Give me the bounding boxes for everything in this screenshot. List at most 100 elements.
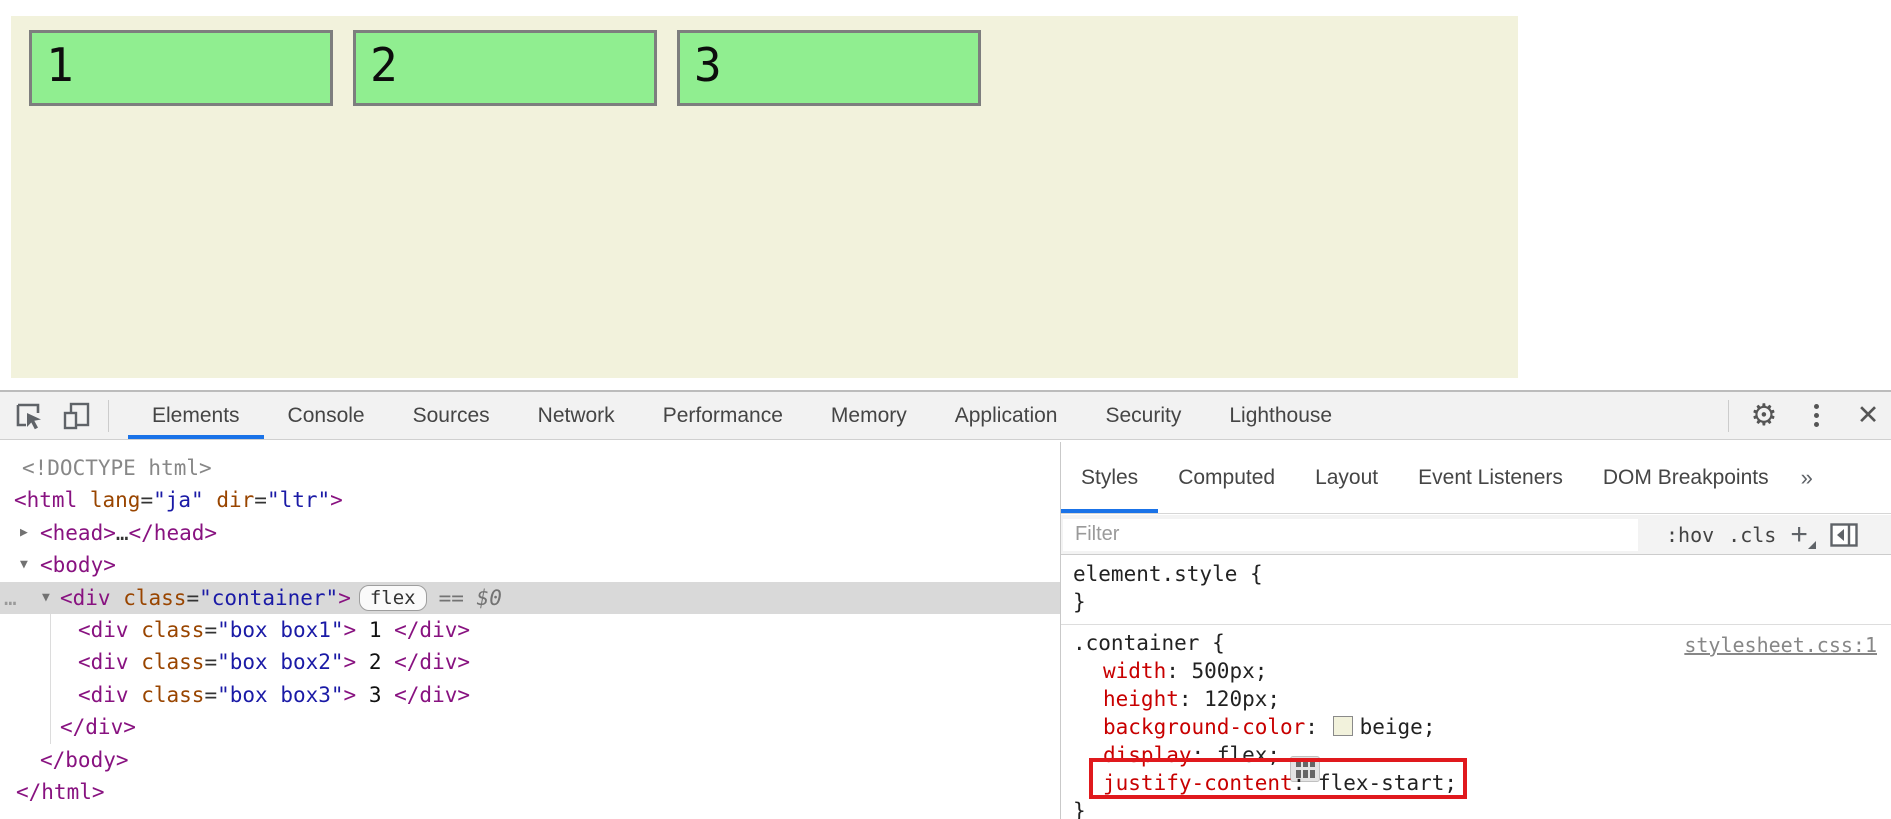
toggle-hover-state-button[interactable]: :hov	[1666, 522, 1715, 547]
css-line[interactable]: justify-content: flex-start;	[1073, 769, 1891, 797]
dom-token-tag: <div	[60, 585, 111, 610]
toolbar-left-icons	[12, 392, 109, 439]
dom-token-doctype: <!DOCTYPE html>	[22, 456, 212, 480]
dom-token-val: "container"	[199, 585, 339, 610]
css-line[interactable]: background-color: beige;	[1073, 713, 1891, 741]
toolbar-right-icons: ⚙ ✕	[1728, 392, 1885, 439]
dom-row[interactable]: </div>	[0, 711, 1060, 743]
tab-console[interactable]: Console	[287, 403, 365, 427]
toggle-sidebar-icon[interactable]	[1830, 522, 1858, 548]
dom-token-val: "box box1"	[217, 617, 344, 642]
flex-box-2: 2	[353, 30, 657, 106]
dom-token-plain	[129, 650, 142, 674]
css-token-prop: justify-content	[1103, 771, 1293, 795]
css-token-pun: }	[1073, 799, 1086, 819]
collapse-arrow-icon[interactable]: ▼	[20, 557, 28, 573]
flex-badge[interactable]: flex	[358, 584, 427, 611]
dom-token-val: "box box2"	[217, 650, 344, 675]
tab-elements[interactable]: Elements	[128, 392, 264, 439]
sidebar-tab-event-listeners[interactable]: Event Listeners	[1418, 465, 1563, 489]
css-token-pun: ;	[1444, 771, 1458, 795]
dom-row[interactable]: <div class="box box3"> 3 </div>	[0, 679, 1060, 711]
dom-token-attr: lang	[89, 488, 141, 513]
dom-token-plain: =	[204, 617, 218, 642]
dom-token-plain: =	[140, 488, 154, 513]
dom-token-tag: <div	[78, 682, 129, 707]
dom-token-attr: class	[141, 682, 205, 707]
css-line[interactable]: }	[1073, 588, 1891, 616]
css-rule-element-style: element.style {}	[1061, 556, 1891, 625]
dom-token-tag: <body>	[40, 553, 116, 578]
css-token-sel: element.style	[1073, 562, 1238, 586]
tab-network[interactable]: Network	[537, 403, 615, 427]
css-token-sel: .container	[1073, 631, 1200, 655]
close-devtools-icon[interactable]: ✕	[1856, 400, 1880, 431]
sidebar-tab-layout[interactable]: Layout	[1315, 465, 1379, 489]
tab-sources[interactable]: Sources	[412, 403, 490, 427]
tab-security[interactable]: Security	[1105, 403, 1182, 427]
sidebar-tab-computed[interactable]: Computed	[1178, 465, 1276, 489]
dom-row[interactable]: <!DOCTYPE html>	[0, 452, 1060, 484]
sidebar-tab-more-tabs[interactable]: »	[1800, 464, 1813, 490]
dom-row[interactable]: ▶<head>…</head>	[0, 517, 1060, 549]
stylesheet-link[interactable]: stylesheet.css:1	[1684, 633, 1877, 657]
css-token-pun: }	[1073, 590, 1086, 614]
dom-row[interactable]: ▼ <body>	[0, 549, 1060, 581]
dom-row[interactable]: <div class="box box1"> 1 </div>	[0, 614, 1060, 646]
dom-token-text: 1	[356, 617, 395, 642]
dom-token-attr: class	[141, 617, 205, 642]
css-line[interactable]: width: 500px;	[1073, 657, 1891, 685]
tab-application[interactable]: Application	[954, 403, 1058, 427]
css-line[interactable]: height: 120px;	[1073, 685, 1891, 713]
new-style-rule-button[interactable]: +	[1790, 519, 1816, 549]
dom-token-plain	[129, 618, 142, 642]
dom-token-plain	[204, 488, 217, 512]
tab-memory[interactable]: Memory	[830, 403, 907, 427]
inspect-element-icon[interactable]	[12, 399, 46, 433]
dom-token-tag: </div>	[394, 617, 470, 642]
dom-token-tag: <html	[14, 488, 78, 513]
expand-arrow-icon[interactable]: ▶	[20, 524, 28, 540]
dom-token-plain: …	[115, 520, 129, 545]
css-token-pun: :	[1292, 771, 1318, 795]
css-token-pun: {	[1237, 562, 1263, 586]
css-line[interactable]: display: flex;	[1073, 741, 1891, 782]
elements-dom-tree-pane: <!DOCTYPE html> <html lang="ja" dir="ltr"…	[0, 442, 1060, 819]
css-token-pun: ;	[1254, 659, 1268, 683]
css-line[interactable]: .container {	[1073, 629, 1891, 657]
dom-token-tag: <head>	[40, 520, 116, 545]
sidebar-tab-styles[interactable]: Styles	[1061, 442, 1158, 513]
tab-performance[interactable]: Performance	[662, 403, 783, 427]
dom-row[interactable]: <div class="box box2"> 2 </div>	[0, 646, 1060, 678]
toggle-class-button[interactable]: .cls	[1728, 522, 1777, 547]
dom-row[interactable]: </body>	[0, 744, 1060, 776]
dom-row-selected[interactable]: …▼<div class="container">flex== $0	[0, 581, 1060, 614]
css-token-prop: height	[1103, 687, 1179, 711]
sidebar-tab-dom-breakpoints[interactable]: DOM Breakpoints	[1602, 465, 1769, 489]
dom-token-tag: </html>	[16, 779, 105, 804]
overflow-dots-icon[interactable]: …	[4, 585, 17, 610]
css-token-valtext: flex	[1216, 743, 1268, 767]
css-token-valtext: beige	[1359, 715, 1423, 739]
styles-filter-input[interactable]	[1063, 518, 1638, 551]
dom-token-plain: =	[204, 682, 218, 707]
color-swatch[interactable]	[1332, 716, 1353, 736]
dom-token-tag: <div	[78, 617, 129, 642]
dom-token-tag: </div>	[394, 650, 470, 675]
dom-row[interactable]: </html>	[0, 776, 1060, 808]
css-token-prop: display	[1103, 743, 1192, 767]
dom-token-tag: >	[343, 617, 357, 642]
tab-lighthouse[interactable]: Lighthouse	[1229, 403, 1333, 427]
pane-divider[interactable]	[1060, 442, 1061, 819]
css-line[interactable]: }	[1073, 797, 1891, 819]
dom-tree: <!DOCTYPE html> <html lang="ja" dir="ltr"…	[0, 452, 1060, 808]
device-toolbar-icon[interactable]	[60, 399, 94, 433]
dom-token-text: 2	[356, 650, 395, 675]
dom-row[interactable]: <html lang="ja" dir="ltr">	[0, 484, 1060, 516]
more-options-icon[interactable]	[1799, 399, 1833, 433]
collapse-arrow-icon[interactable]: ▼	[42, 589, 50, 605]
dom-token-tag: >	[343, 682, 357, 707]
css-line[interactable]: element.style {	[1073, 560, 1891, 588]
dom-token-plain: =	[204, 650, 218, 675]
settings-gear-icon[interactable]: ⚙	[1750, 398, 1778, 433]
